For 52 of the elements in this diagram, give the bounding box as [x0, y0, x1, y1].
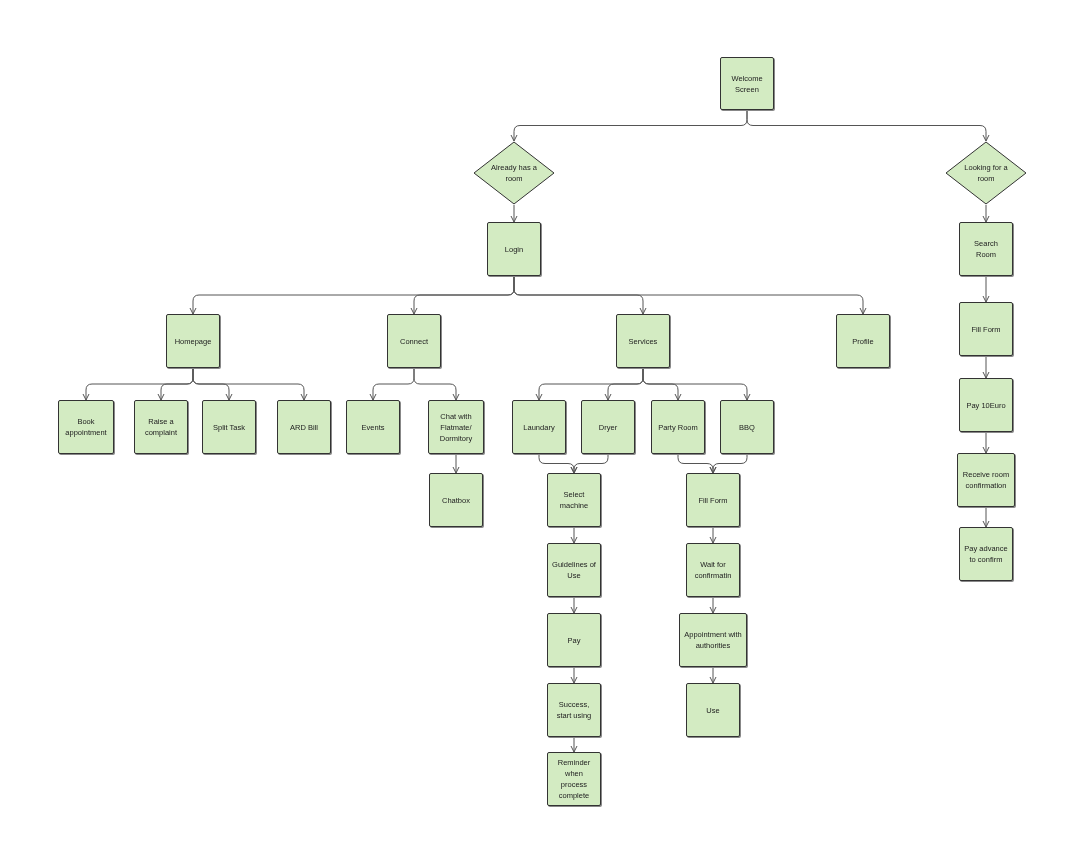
- process-box: [686, 473, 740, 527]
- process-box: [959, 378, 1013, 432]
- arrow: [452, 453, 460, 474]
- process-box: [277, 400, 331, 454]
- process-box: [679, 613, 747, 667]
- process-box: [836, 314, 890, 368]
- process-box: [959, 527, 1013, 581]
- process-box: [58, 400, 114, 454]
- arrow: [746, 109, 990, 142]
- process-box: [134, 400, 188, 454]
- arrow: [982, 431, 990, 454]
- arrow: [982, 506, 990, 528]
- decision-diamond: [473, 141, 555, 205]
- process-box: [428, 400, 484, 454]
- arrow: [513, 275, 867, 315]
- arrow: [982, 204, 990, 223]
- process-box: [581, 400, 635, 454]
- arrow: [570, 736, 578, 753]
- arrow: [570, 596, 578, 614]
- process-box: [651, 400, 705, 454]
- process-box: [387, 314, 441, 368]
- process-box: [547, 752, 601, 806]
- process-box: [959, 222, 1013, 276]
- arrow: [982, 355, 990, 379]
- arrow: [570, 666, 578, 684]
- process-box: [547, 473, 601, 527]
- process-box: [720, 400, 774, 454]
- process-box: [959, 302, 1013, 356]
- decision-diamond: [945, 141, 1027, 205]
- arrow: [192, 367, 308, 401]
- process-box: [547, 613, 601, 667]
- process-box: [166, 314, 220, 368]
- process-box: [616, 314, 670, 368]
- process-box: [487, 222, 541, 276]
- arrow: [642, 367, 751, 401]
- arrow: [709, 596, 717, 614]
- arrow: [982, 275, 990, 303]
- process-box: [547, 683, 601, 737]
- arrow: [709, 666, 717, 684]
- arrow: [510, 204, 518, 223]
- process-box: [957, 453, 1015, 507]
- process-box: [202, 400, 256, 454]
- process-box: [720, 57, 774, 110]
- arrow: [570, 526, 578, 544]
- process-box: [686, 543, 740, 597]
- arrow: [413, 367, 460, 401]
- process-box: [429, 473, 483, 527]
- process-box: [547, 543, 601, 597]
- arrow: [709, 526, 717, 544]
- process-box: [512, 400, 566, 454]
- process-box: [686, 683, 740, 737]
- process-box: [346, 400, 400, 454]
